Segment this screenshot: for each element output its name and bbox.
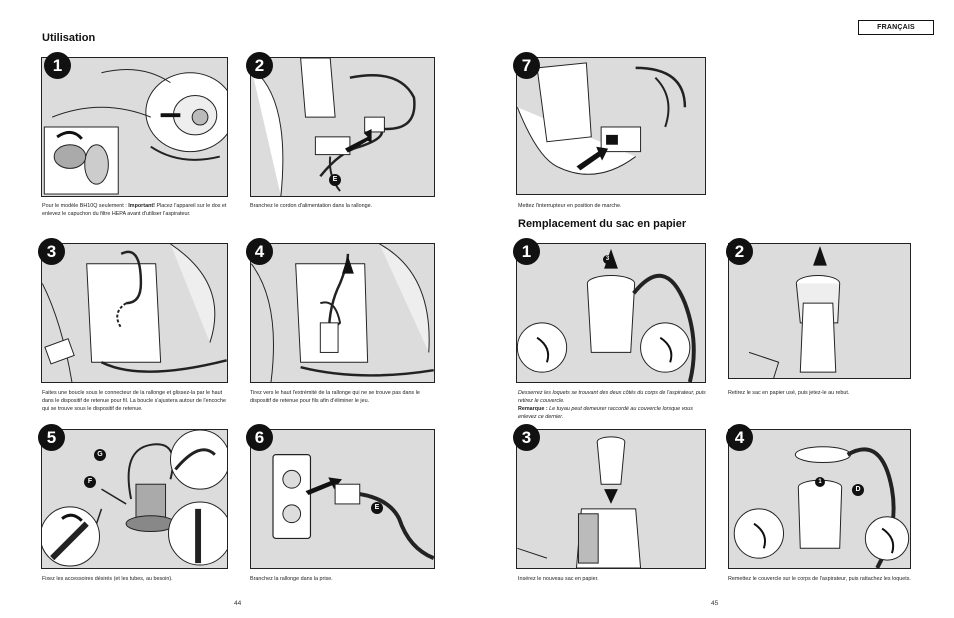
step-number-2: 2	[246, 52, 273, 79]
section-heading-utilisation: Utilisation	[42, 32, 96, 44]
caption-step-4: Tirez vers le haut l'extrémité de la ral…	[250, 390, 420, 404]
caption-step-7: Mettez l'interrupteur en position de mar…	[518, 203, 622, 209]
page-number-right: 45	[711, 600, 719, 607]
step-number-3: 3	[38, 238, 65, 265]
illustration-bag-step-3	[516, 429, 706, 569]
illustration-step-5	[41, 429, 228, 569]
illustration-step-7	[516, 57, 706, 195]
inner-label-1: 1	[815, 477, 825, 487]
step-number-6: 6	[246, 424, 273, 451]
step-number-7: 7	[513, 52, 540, 79]
illustration-step-3	[41, 243, 228, 383]
callout-d: D	[852, 484, 864, 496]
caption-step-6: Branchez la rallonge dans la prise.	[250, 576, 333, 582]
caption-bag-step-3: Insérez le nouveau sac en papier.	[518, 576, 599, 582]
illustration-step-6	[250, 429, 435, 569]
illustration-step-2	[250, 57, 435, 197]
illustration-bag-step-4	[728, 429, 911, 569]
illustration-step-4	[250, 243, 435, 383]
caption-bag-step-2: Retirez le sac en papier usé, puis jetez…	[728, 390, 850, 396]
page-number-left: 44	[234, 600, 242, 607]
inner-label-3: 3	[603, 255, 612, 264]
illustration-bag-step-2	[728, 243, 911, 379]
illustration-step-1	[41, 57, 228, 197]
callout-e-outlet: E	[371, 502, 383, 514]
step-number-bag-1: 1	[513, 238, 540, 265]
section-heading-remplacement: Remplacement du sac en papier	[518, 218, 687, 230]
caption-step-2: Branchez le cordon d'alimentation dans l…	[250, 203, 373, 209]
callout-e: E	[329, 174, 341, 186]
step-number-bag-2: 2	[726, 238, 753, 265]
illustration-bag-step-1	[516, 243, 706, 383]
caption-bag-step-4: Remettez le couvercle sur le corps de l'…	[728, 576, 911, 582]
step-number-bag-3: 3	[513, 424, 540, 451]
language-badge: FRANÇAIS	[858, 20, 934, 35]
step-number-1: 1	[44, 52, 71, 79]
caption-step-1: Pour le modèle BH10Q seulement : Importa…	[42, 203, 227, 217]
step-number-bag-4: 4	[726, 424, 753, 451]
callout-f: F	[84, 476, 96, 488]
callout-g: G	[94, 449, 106, 461]
caption-bag-step-1: Desserrez les loquets se trouvant des de…	[518, 390, 706, 420]
caption-step-3: Faites une boucle sous le connecteur de …	[42, 390, 226, 412]
step-number-5: 5	[38, 424, 65, 451]
step-number-4: 4	[246, 238, 273, 265]
caption-step-5: Fixez les accessoires désirés (et les tu…	[42, 576, 173, 582]
